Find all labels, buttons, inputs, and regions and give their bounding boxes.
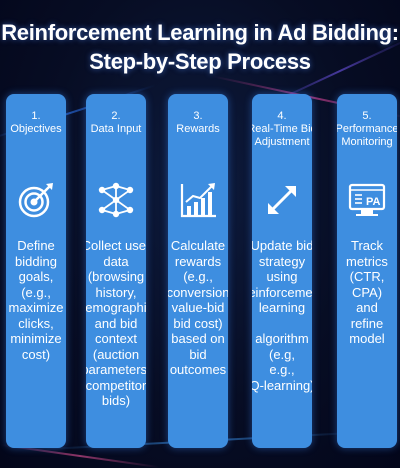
step-number: 5. — [362, 110, 372, 122]
step-card-objectives: 1. Objectives Define bidding goals, (e.g… — [6, 94, 66, 448]
step-description: Collect user data (browsing history, dem… — [86, 238, 146, 408]
step-title: Performance — [337, 123, 397, 135]
step-title: Monitoring — [341, 136, 393, 148]
step-heading: 3. Rewards — [168, 110, 228, 136]
step-number: 3. — [193, 110, 203, 122]
step-title: Data Input — [90, 123, 142, 135]
svg-text:PA: PA — [366, 196, 381, 208]
step-description: Track metrics (CTR, CPA) and refine mode… — [346, 238, 388, 346]
network-icon — [96, 180, 136, 220]
step-heading: 1. Objectives — [6, 110, 66, 136]
step-card-bid-adjustment: 4. Real-Time Bid Adjustment Update bid s… — [252, 94, 312, 448]
step-heading: 5. Performance Monitoring — [337, 110, 397, 149]
step-heading: 2. Data Input — [86, 110, 146, 136]
step-card-monitoring: 5. Performance Monitoring PA Track metri… — [337, 94, 397, 448]
step-number: 4. — [277, 110, 287, 122]
step-card-data-input: 2. Data Input — [86, 94, 146, 448]
step-card-rewards: 3. Rewards Calculate rewards (e.g., conv… — [168, 94, 228, 448]
step-title: Adjustment — [254, 136, 310, 148]
step-number: 2. — [111, 110, 121, 122]
page-title: Reinforcement Learning in Ad Bidding: — [1, 20, 399, 45]
step-description: Calculate rewards (e.g., conversion valu… — [168, 238, 228, 377]
step-description: Update bid strategy using reinforcement … — [252, 238, 312, 393]
adjust-arrow-icon — [262, 180, 302, 220]
step-title: Rewards — [176, 123, 220, 135]
target-icon — [16, 180, 56, 220]
step-heading: 4. Real-Time Bid Adjustment — [252, 110, 312, 149]
growth-chart-icon — [178, 180, 218, 220]
step-description: Define bidding goals, (e.g., maximize cl… — [8, 238, 64, 362]
monitor-icon: PA — [347, 180, 387, 220]
page-subtitle: Step-by-Step Process — [89, 49, 311, 74]
step-title: Real-Time Bid — [252, 123, 312, 135]
step-number: 1. — [31, 110, 41, 122]
step-title: Objectives — [10, 123, 62, 135]
